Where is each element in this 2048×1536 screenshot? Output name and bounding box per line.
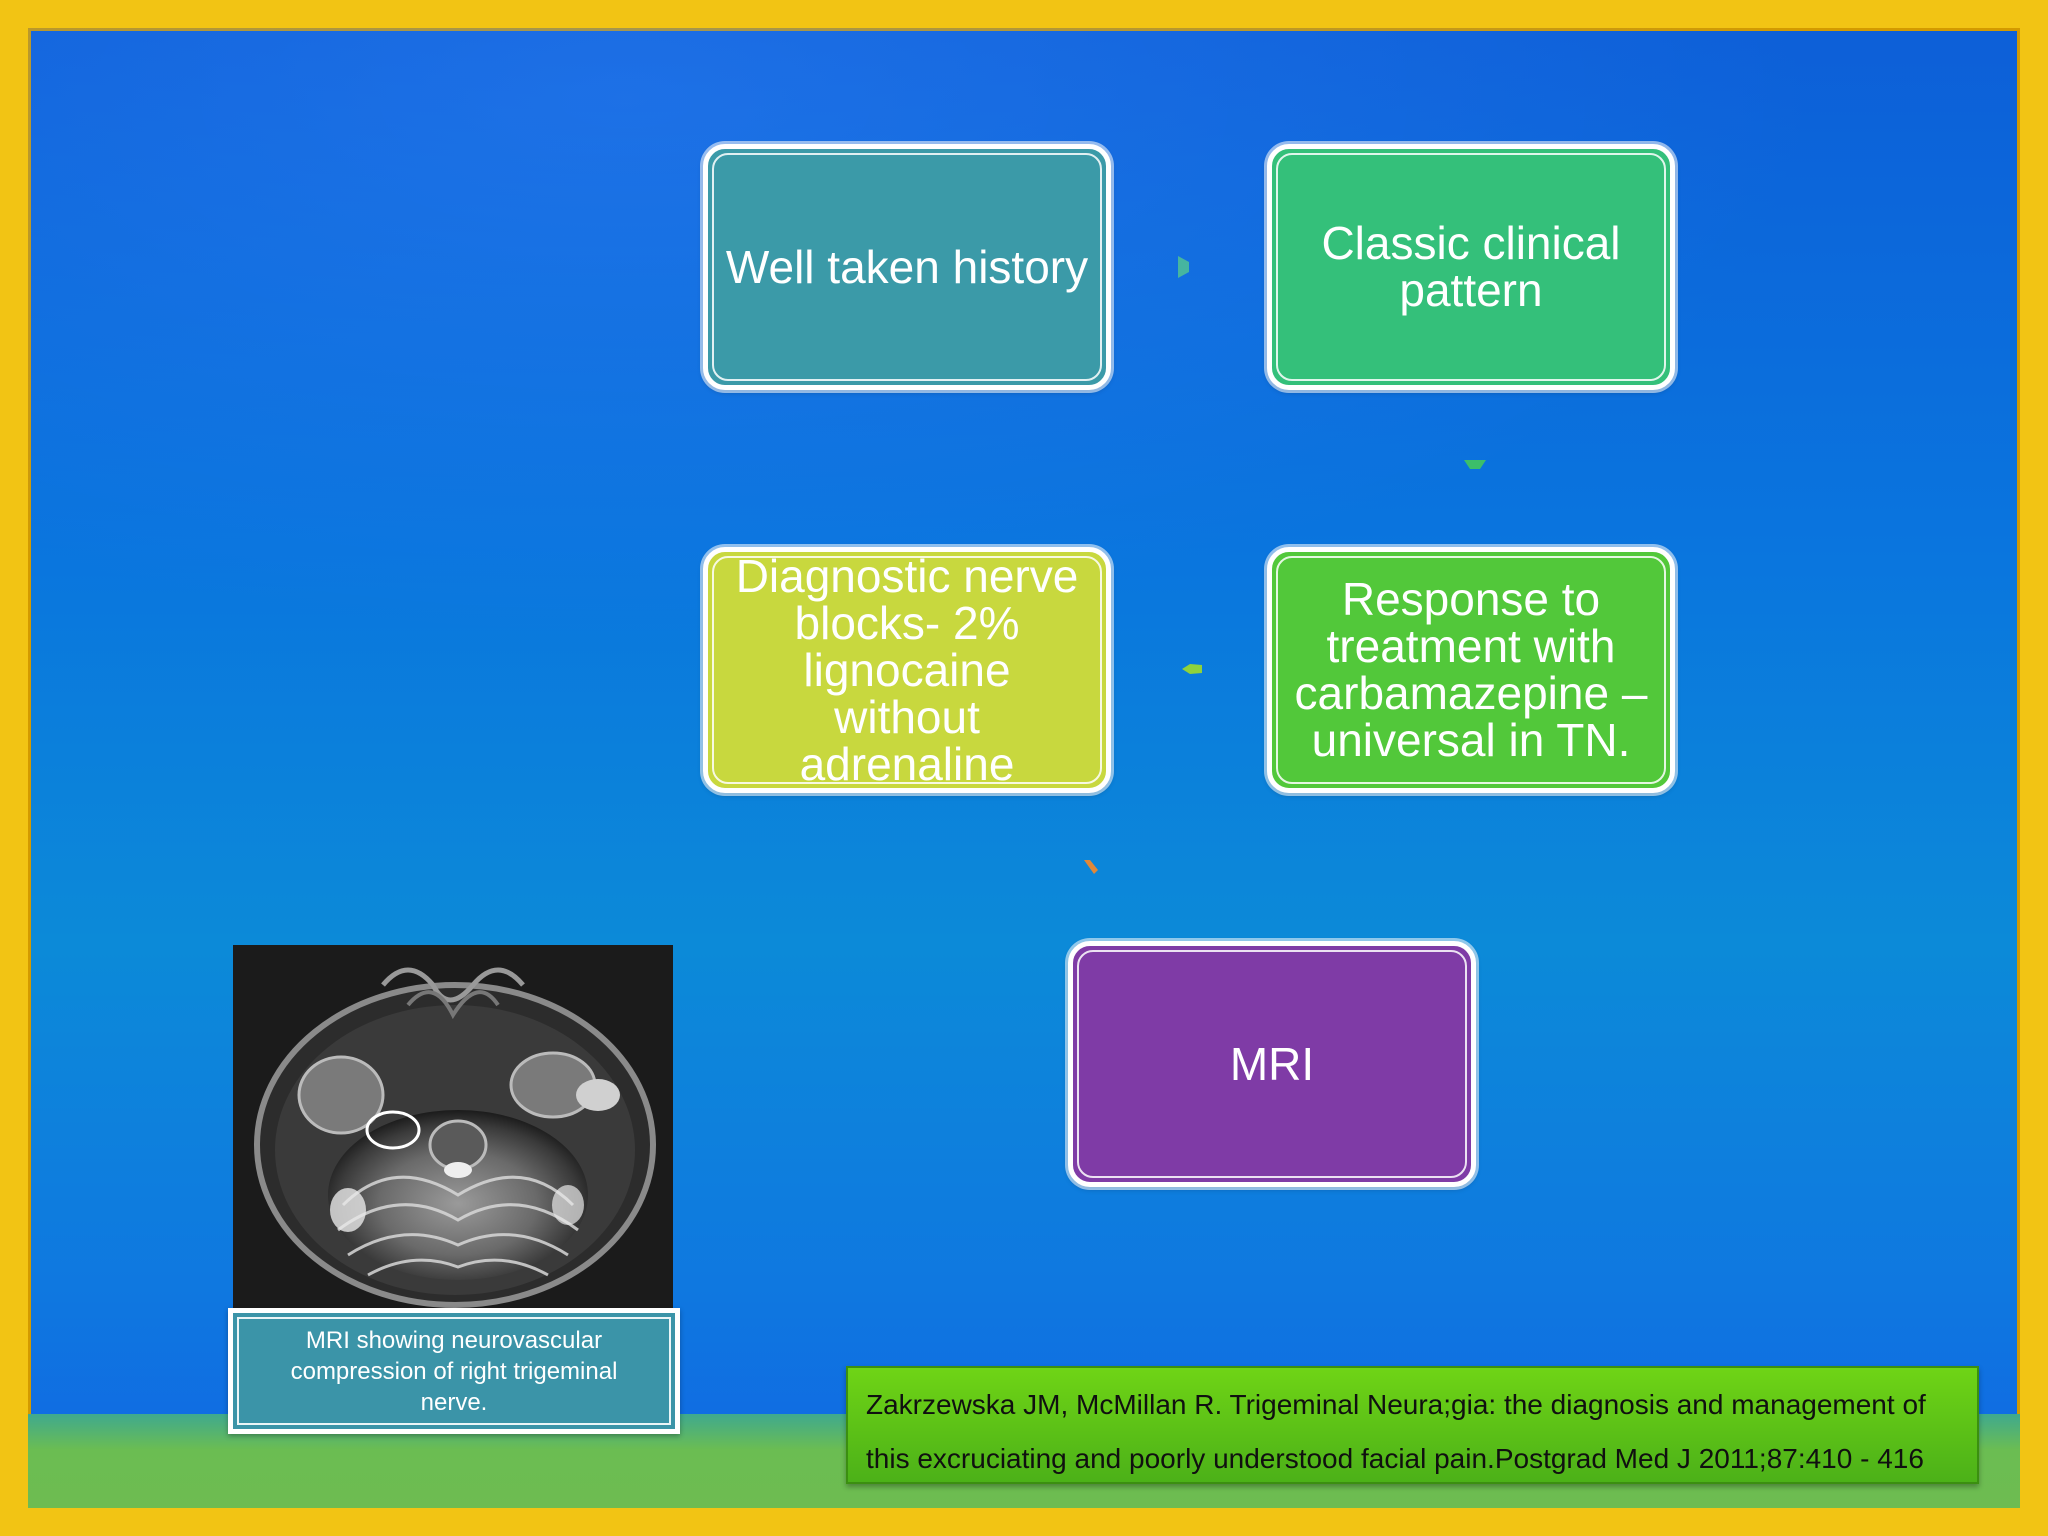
arrow-down-icon [1464,460,1486,469]
reference-box [846,1366,1979,1484]
image-caption: MRI showing neurovascular compression of… [228,1308,680,1434]
reference-citation: Zakrzewska JM, McMillan R. Trigeminal Ne… [866,1389,1926,1474]
arrow-right-icon [1178,256,1189,278]
step-label: Well taken history [725,240,1089,293]
arrow-diagonal-icon [1084,860,1098,874]
step-label: MRI [1229,1037,1315,1090]
step-mri: MRI [1068,941,1476,1187]
mri-scan-image [233,945,673,1310]
step-label: Diagnostic nerve blocks- 2% lignocaine w… [735,549,1079,790]
step-well-taken-history: Well taken history [703,144,1111,390]
arrow-left-icon [1182,664,1202,674]
step-label: Classic clinical pattern [1321,217,1621,316]
step-diagnostic-nerve-blocks: Diagnostic nerve blocks- 2% lignocaine w… [703,547,1111,793]
step-label: Response to treatment with carbamazepine… [1294,573,1648,766]
step-classic-clinical-pattern: Classic clinical pattern [1267,144,1675,390]
step-response-to-carbamazepine: Response to treatment with carbamazepine… [1267,547,1675,793]
